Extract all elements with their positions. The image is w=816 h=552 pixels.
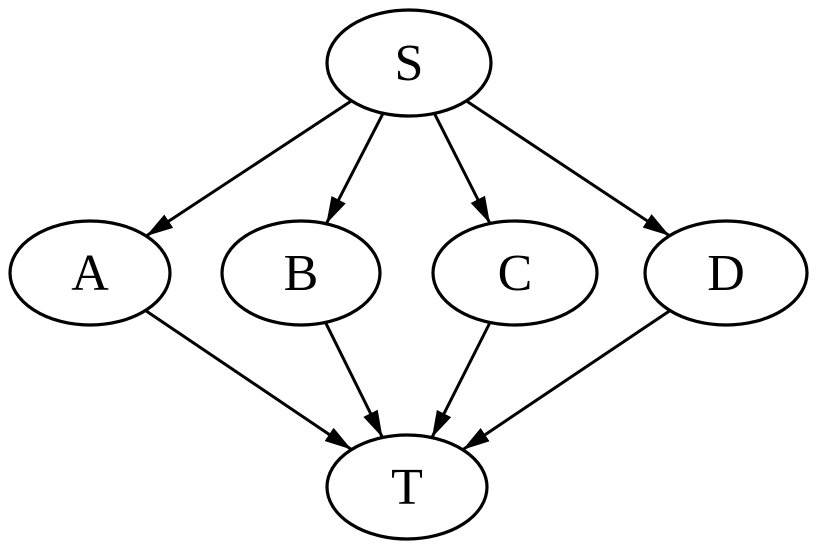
node-ellipse-C bbox=[431, 219, 599, 327]
node-label-S: S bbox=[395, 35, 424, 92]
edge-S-D bbox=[465, 99, 671, 237]
node-ellipse-T bbox=[325, 433, 489, 541]
edge-S-B bbox=[324, 112, 385, 225]
node-ellipse-S bbox=[325, 8, 493, 118]
node-ellipse-B bbox=[220, 219, 382, 327]
node-ellipse-D bbox=[643, 219, 809, 327]
edge-S-C bbox=[433, 112, 492, 225]
node-label-D: D bbox=[707, 245, 745, 302]
node-B: B bbox=[220, 219, 382, 327]
node-S: S bbox=[325, 8, 493, 118]
node-label-T: T bbox=[391, 459, 423, 516]
edge-S-A bbox=[145, 99, 353, 238]
node-T: T bbox=[325, 433, 489, 541]
node-A: A bbox=[8, 219, 172, 327]
node-D: D bbox=[643, 219, 809, 327]
edge-layer bbox=[144, 99, 671, 451]
node-ellipse-A bbox=[8, 219, 172, 327]
edge-D-T bbox=[461, 309, 671, 451]
edge-B-T bbox=[324, 321, 384, 439]
edge-C-T bbox=[430, 321, 492, 439]
node-C: C bbox=[431, 219, 599, 327]
node-label-A: A bbox=[71, 245, 109, 302]
node-label-B: B bbox=[284, 245, 319, 302]
node-label-C: C bbox=[498, 245, 533, 302]
edge-A-T bbox=[144, 309, 353, 451]
node-layer: S A B C D T bbox=[8, 8, 809, 541]
